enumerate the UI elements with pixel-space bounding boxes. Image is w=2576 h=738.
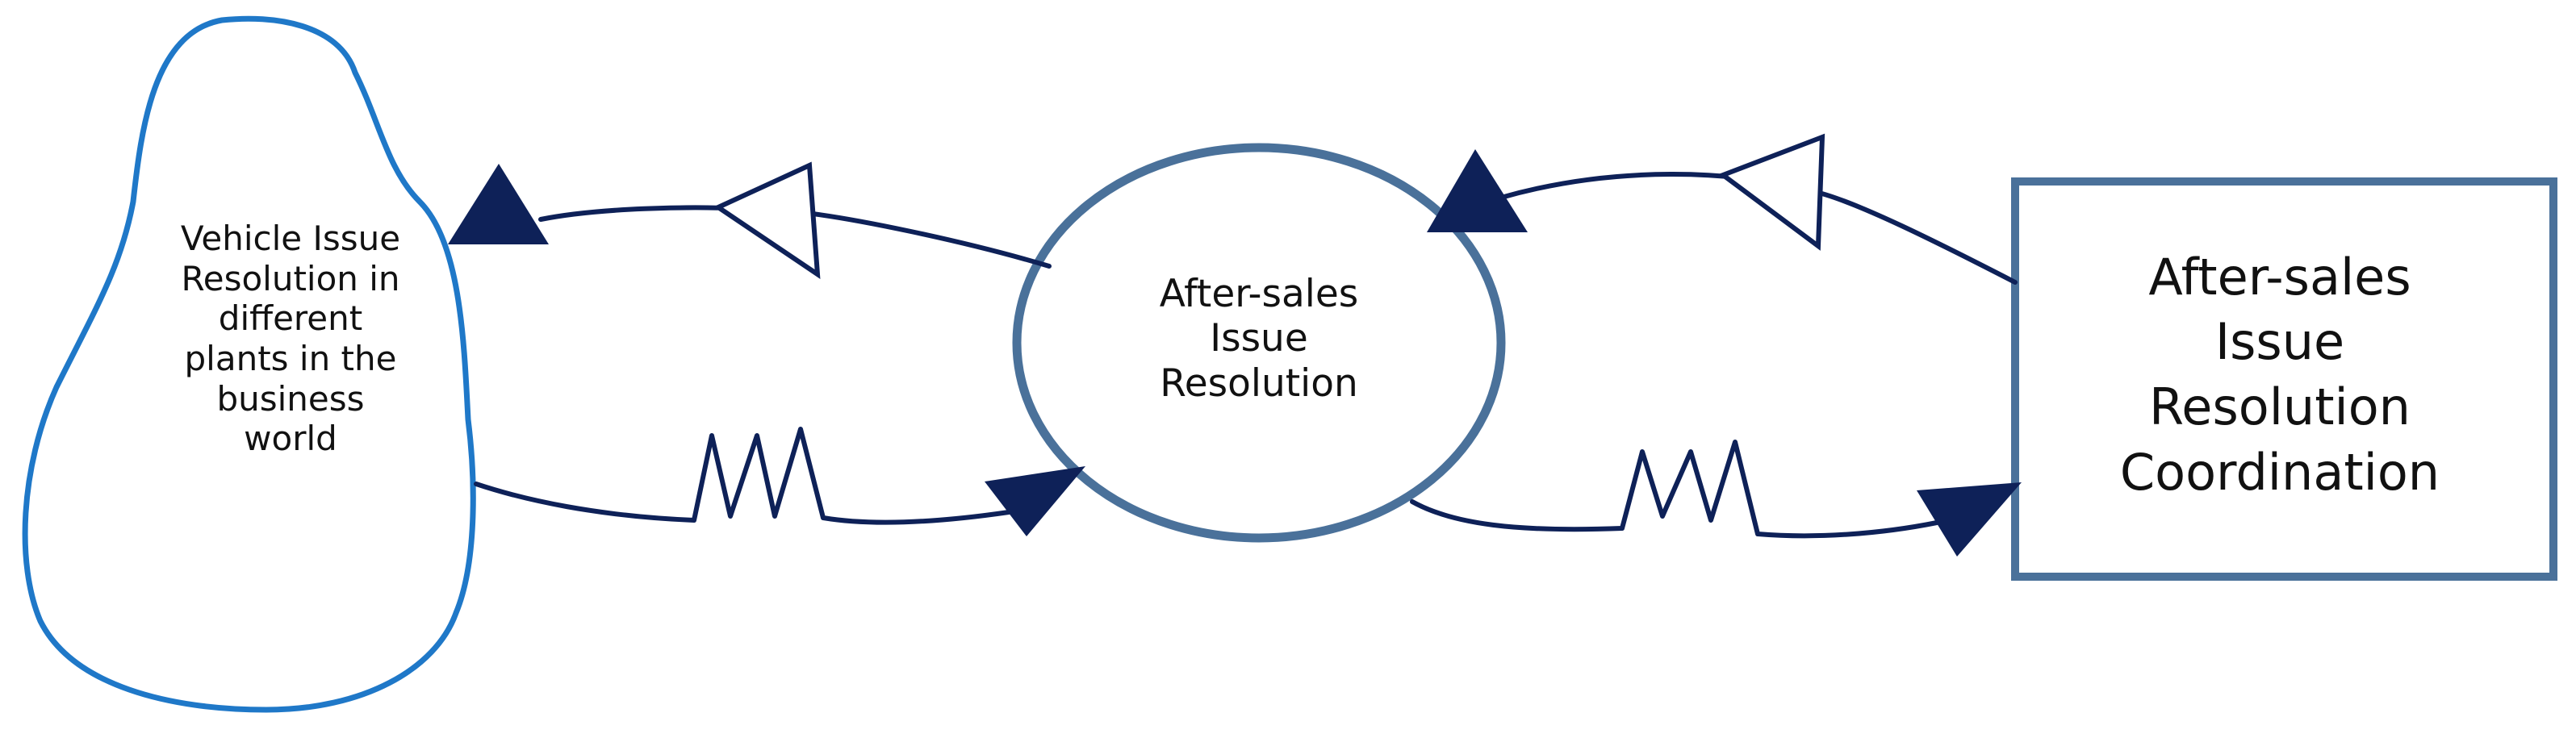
environment-label-line: Vehicle Issue (180, 219, 401, 259)
meta-system-label: After-sales Issue Resolution Coordinatio… (2018, 234, 2542, 516)
upper-left-amplifier-icon (713, 161, 821, 279)
upper-right-arrowhead-icon (1427, 149, 1528, 232)
environment-label-line: plants in the (184, 339, 397, 378)
environment-label: Vehicle Issue Resolution in different pl… (113, 186, 468, 492)
system-one-ellipse (1012, 143, 1506, 543)
lower-right-connector (1410, 440, 1939, 539)
upper-left-arrowhead-icon (448, 164, 549, 244)
meta-system-label-line: Resolution (2149, 377, 2411, 436)
lower-left-connector (474, 427, 1011, 525)
meta-system-label-line: After-sales (2148, 247, 2411, 306)
lower-left-arrowhead-icon (985, 466, 1085, 536)
meta-system-box (2011, 177, 2557, 581)
meta-system-label-line: Coordination (2119, 442, 2440, 502)
environment-label-line: Resolution in (181, 258, 400, 298)
system-one-label-line: After-sales (1159, 271, 1359, 316)
environment-label-line: world (244, 419, 337, 459)
system-one-label: After-sales Issue Resolution (1057, 242, 1461, 436)
lower-right-arrowhead-icon (1917, 482, 2022, 557)
environment-label-line: business (216, 378, 365, 419)
meta-system-label-line: Issue (2214, 312, 2345, 372)
system-one-label-line: Resolution (1160, 361, 1358, 406)
system-one-label-line: Issue (1210, 316, 1308, 361)
environment-blob (22, 15, 476, 713)
upper-right-amplifier-icon (1717, 133, 1825, 251)
environment-label-line: different (218, 298, 363, 339)
